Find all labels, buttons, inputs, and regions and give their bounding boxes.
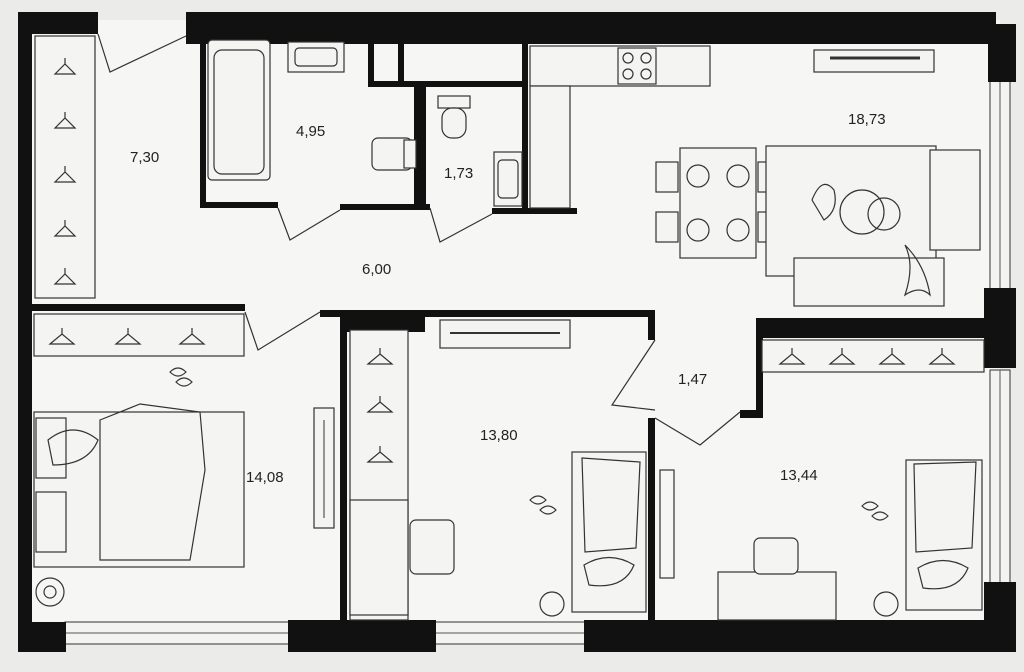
bed-right xyxy=(905,459,983,611)
stove-icon xyxy=(617,47,657,85)
interior-walls xyxy=(30,38,988,623)
wc xyxy=(437,95,523,207)
kitchen-living xyxy=(529,45,981,307)
chair-right xyxy=(753,537,799,575)
lamp-right xyxy=(873,591,899,617)
cat-icon xyxy=(811,183,836,221)
bedroom-right xyxy=(659,339,985,621)
slippers-icon xyxy=(169,367,193,387)
coffee-table xyxy=(839,189,885,235)
area-label-bathroom: 4,95 xyxy=(296,123,325,140)
mirror-right xyxy=(659,469,675,579)
area-label-bedroom-middle: 13,80 xyxy=(480,427,518,444)
blanket xyxy=(99,403,206,561)
sleeping-person-icon-3 xyxy=(917,559,969,590)
dining-table xyxy=(679,147,757,259)
person-icon xyxy=(903,244,931,297)
hanger-icons xyxy=(53,58,77,285)
bed-left xyxy=(33,411,245,568)
sofa xyxy=(793,257,945,307)
area-label-hall-wardrobe: 7,30 xyxy=(130,149,159,166)
wardrobe-hall xyxy=(34,35,96,299)
sink xyxy=(287,41,345,73)
toilet-wc xyxy=(441,107,467,139)
kitchen-counter-side xyxy=(529,85,571,209)
exterior-walls xyxy=(18,12,1016,652)
area-label-wc: 1,73 xyxy=(444,165,473,182)
desk-middle xyxy=(349,499,409,616)
area-label-kitchen-living: 18,73 xyxy=(848,111,886,128)
area-label-corridor: 6,00 xyxy=(362,261,391,278)
sleeping-person-icon-2 xyxy=(583,556,635,587)
bathtub xyxy=(207,39,271,181)
area-label-bedroom-right: 13,44 xyxy=(780,467,818,484)
area-labels: 7,30 4,95 1,73 18,73 6,00 14,08 13,80 1,… xyxy=(130,111,886,486)
slippers-icon-3 xyxy=(861,501,889,521)
lamp-middle xyxy=(539,591,565,617)
tv-unit xyxy=(813,49,935,73)
chair-middle xyxy=(409,519,455,575)
bedroom-middle xyxy=(349,319,647,621)
sofa-side xyxy=(929,149,981,251)
rug xyxy=(765,145,937,277)
wardrobe-bedroom-left xyxy=(33,313,245,357)
doors xyxy=(97,33,741,446)
area-label-small-hall: 1,47 xyxy=(678,371,707,388)
bathroom xyxy=(207,39,417,181)
bedroom-left xyxy=(33,313,335,607)
desk-right xyxy=(717,571,837,621)
slippers-icon-2 xyxy=(529,495,557,515)
lamp-left xyxy=(35,577,65,607)
sleeping-person-icon xyxy=(47,429,99,466)
wardrobe-right xyxy=(761,339,985,373)
area-label-bedroom-left: 14,08 xyxy=(246,469,284,486)
